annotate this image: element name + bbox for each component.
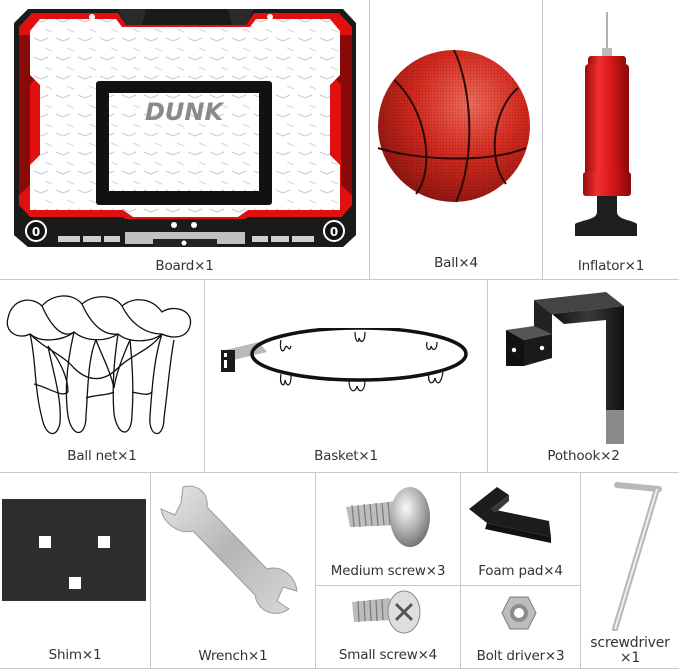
board-label: Board×1 <box>155 258 214 274</box>
cell-medium-screw: Medium screw×3 <box>316 473 460 585</box>
screwdriver-label-line1: screwdriver <box>590 635 670 651</box>
ball-label: Ball×4 <box>434 255 478 271</box>
pothook-label: Pothook×2 <box>547 448 620 464</box>
medium-screw-image <box>344 487 434 551</box>
shim-image <box>2 499 146 601</box>
cell-inflator: Inflator×1 <box>543 0 679 279</box>
ball-net-image <box>2 288 198 444</box>
screwdriver-label-line2: ×1 <box>619 650 641 666</box>
shim-label: Shim×1 <box>48 647 102 663</box>
ball-image <box>376 48 532 204</box>
cell-pothook: Pothook×2 <box>488 280 679 472</box>
pothook-image <box>506 292 636 444</box>
board-image: DUNK 0 0 <box>8 5 363 250</box>
cell-foam-pad: Foam pad×4 <box>461 473 580 585</box>
basket-image <box>219 328 481 414</box>
cell-shim: Shim×1 <box>0 473 150 669</box>
cell-screwdriver: screwdriver ×1 <box>581 473 679 669</box>
grid-line <box>369 0 370 279</box>
screwdriver-image <box>607 481 667 631</box>
svg-text:0: 0 <box>32 225 40 239</box>
grid-line <box>315 472 316 669</box>
wrench-image <box>157 483 307 619</box>
cell-ball: Ball×4 <box>370 0 542 279</box>
cell-small-screw: Small screw×4 <box>316 586 460 669</box>
bolt-driver-image <box>501 596 537 630</box>
cell-ball-net: Ball net×1 <box>0 280 204 472</box>
foam-pad-label: Foam pad×4 <box>478 563 563 579</box>
small-screw-image <box>350 590 422 634</box>
basket-label: Basket×1 <box>314 448 378 464</box>
svg-text:0: 0 <box>330 225 338 239</box>
grid-line <box>542 0 543 279</box>
cell-wrench: Wrench×1 <box>151 473 315 669</box>
grid-line <box>487 279 488 472</box>
cell-board: DUNK 0 0 Board×1 <box>0 0 369 279</box>
inflator-label: Inflator×1 <box>577 258 645 274</box>
inflator-image <box>571 12 651 244</box>
wrench-label: Wrench×1 <box>198 648 268 664</box>
grid-line <box>0 472 679 473</box>
small-screw-label: Small screw×4 <box>338 647 438 663</box>
grid-line <box>315 585 580 586</box>
grid-line <box>204 279 205 472</box>
grid-line <box>580 472 581 669</box>
bolt-driver-label: Bolt driver×3 <box>476 648 565 664</box>
grid-line <box>0 279 679 280</box>
grid-line <box>460 472 461 669</box>
medium-screw-label: Medium screw×3 <box>330 563 446 579</box>
foam-pad-image <box>469 487 559 547</box>
grid-line <box>150 472 151 669</box>
cell-bolt-driver: Bolt driver×3 <box>461 586 580 669</box>
svg-text:DUNK: DUNK <box>145 98 225 126</box>
cell-basket: Basket×1 <box>205 280 487 472</box>
ball-net-label: Ball net×1 <box>67 448 137 464</box>
